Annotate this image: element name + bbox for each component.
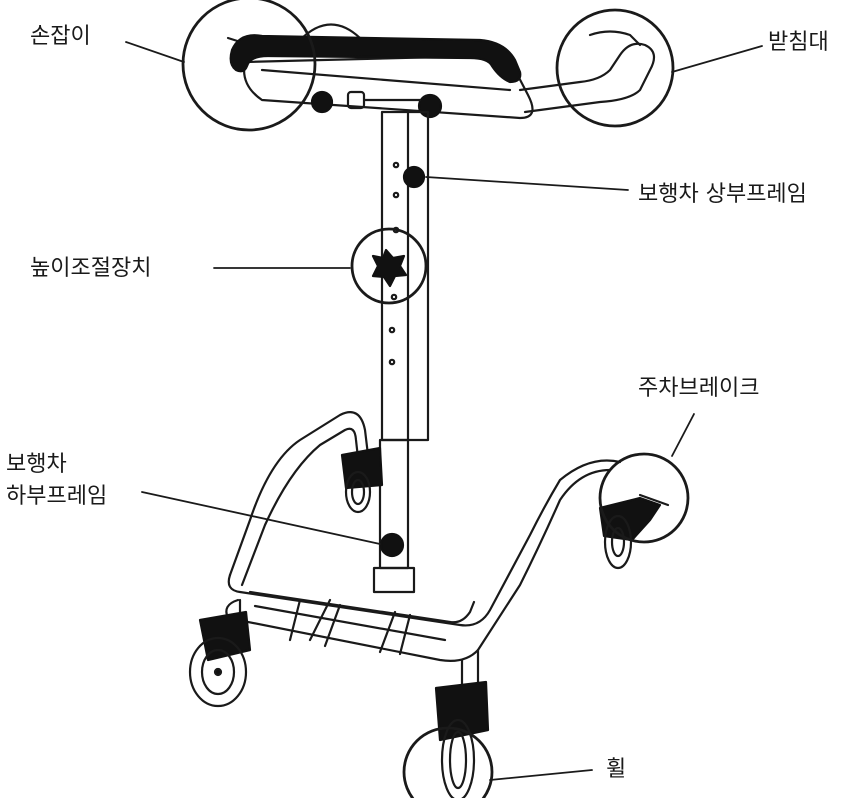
label-lower-frame-line2: 하부프레임 <box>6 484 108 509</box>
label-upper-frame: 보행차 상부프레임 <box>638 182 807 207</box>
callout-circle-handle <box>181 0 317 132</box>
leader-brake <box>671 413 695 457</box>
height-adjuster-knob <box>371 248 408 288</box>
caster-back-left <box>340 446 384 514</box>
base-frame <box>225 411 622 692</box>
label-wheel: 휠 <box>606 757 627 782</box>
footplate <box>248 590 476 656</box>
label-support: 받침대 <box>768 30 829 55</box>
label-lower-frame-line1: 보행차 <box>6 452 67 477</box>
handle-grip <box>229 34 522 84</box>
callout-circle-wheel <box>402 726 494 802</box>
label-height-adjuster: 높이조절장치 <box>30 256 152 281</box>
leader-handle <box>125 41 185 63</box>
leader-wheel <box>489 769 593 781</box>
caster-front-right <box>434 680 490 802</box>
leader-support <box>671 45 763 73</box>
caster-front-left <box>188 610 252 708</box>
callout-circle-brake <box>598 452 690 544</box>
caster-back-right <box>598 493 670 570</box>
callout-circle-support <box>555 8 675 128</box>
label-parking-brake: 주차브레이크 <box>638 376 760 401</box>
leader-upper-frame <box>425 176 629 191</box>
label-handle: 손잡이 <box>30 24 91 49</box>
lower-column <box>372 438 416 594</box>
support-frame <box>518 30 656 114</box>
tray-knobs <box>310 90 443 119</box>
callout-circle-height-adjuster <box>350 227 428 305</box>
leader-lower-frame <box>141 491 381 545</box>
